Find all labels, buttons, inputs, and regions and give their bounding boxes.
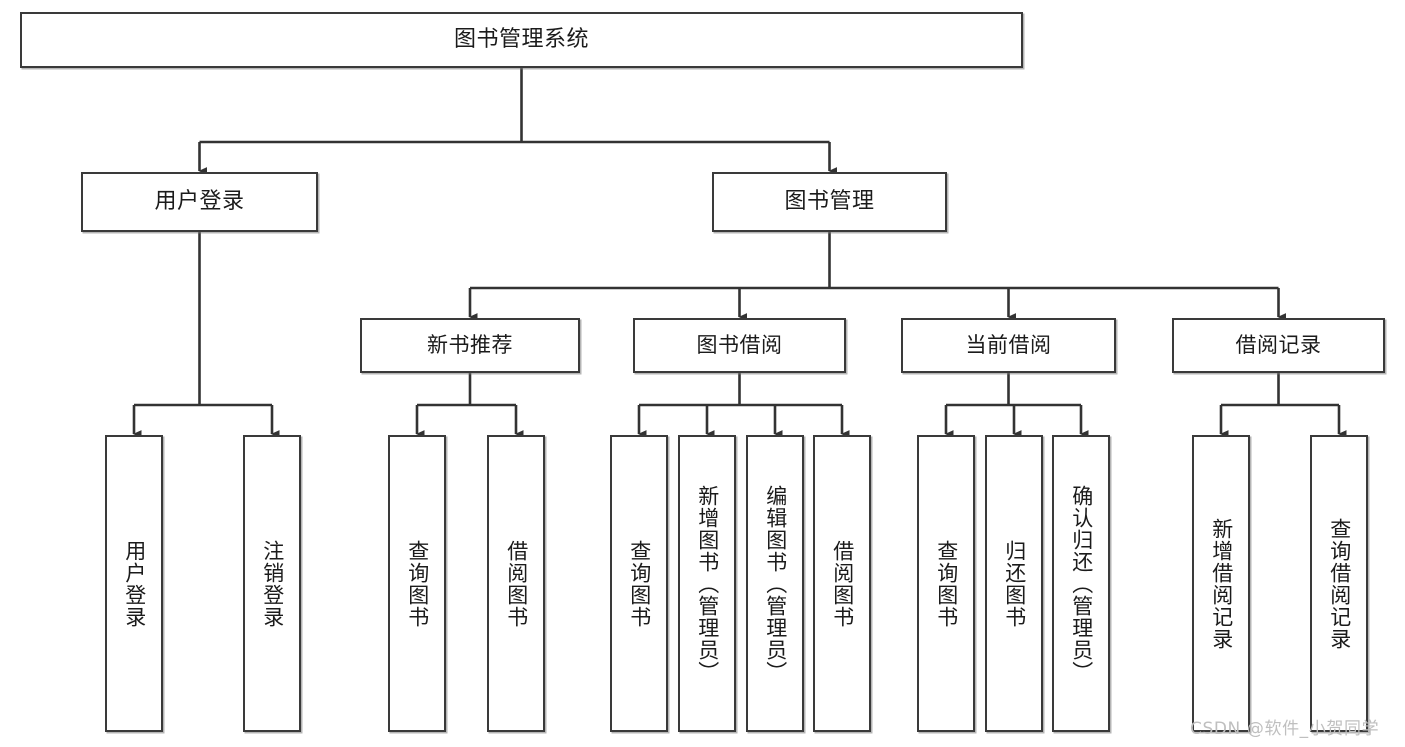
node-label: 新书推荐 — [427, 333, 513, 358]
node-login_user[interactable]: 用户登录 — [105, 435, 163, 732]
node-root[interactable]: 图书管理系统 — [20, 12, 1023, 68]
node-bb_query_book[interactable]: 查询图书 — [610, 435, 668, 732]
node-label: 图书管理 — [784, 189, 875, 215]
node-label: 借阅图书 — [830, 539, 855, 628]
node-book_borrow[interactable]: 图书借阅 — [633, 318, 846, 373]
node-label: 查询借阅记录 — [1327, 517, 1352, 650]
node-current_borrow[interactable]: 当前借阅 — [901, 318, 1116, 373]
node-label: 新增图书（管理员） — [695, 484, 720, 683]
node-label: 查询图书 — [627, 539, 652, 628]
node-rec_query_book[interactable]: 查询图书 — [388, 435, 446, 732]
node-bb_edit_book[interactable]: 编辑图书（管理员） — [746, 435, 804, 732]
csdn-watermark: CSDN @软件_小贺同学 — [1190, 719, 1380, 739]
node-label: 编辑图书（管理员） — [763, 484, 788, 683]
node-cb_confirm_return[interactable]: 确认归还（管理员） — [1052, 435, 1110, 732]
node-cb_query_book[interactable]: 查询图书 — [917, 435, 975, 732]
node-new_book_rec[interactable]: 新书推荐 — [360, 318, 580, 373]
node-book_manage[interactable]: 图书管理 — [712, 172, 947, 232]
node-label: 新增借阅记录 — [1209, 517, 1234, 650]
node-label: 借阅记录 — [1235, 333, 1322, 358]
connector-lines — [132, 68, 1347, 438]
node-br_add_record[interactable]: 新增借阅记录 — [1192, 435, 1250, 732]
node-label: 当前借阅 — [965, 333, 1052, 358]
node-cb_return_book[interactable]: 归还图书 — [985, 435, 1043, 732]
node-user_login[interactable]: 用户登录 — [81, 172, 318, 232]
node-label: 用户登录 — [122, 539, 147, 628]
node-label: 图书借阅 — [696, 333, 783, 358]
node-br_query_record[interactable]: 查询借阅记录 — [1310, 435, 1368, 732]
node-borrow_record[interactable]: 借阅记录 — [1172, 318, 1385, 373]
node-label: 注销登录 — [260, 539, 285, 628]
node-bb_borrow_book[interactable]: 借阅图书 — [813, 435, 871, 732]
node-logout_user[interactable]: 注销登录 — [243, 435, 301, 732]
node-label: 查询图书 — [405, 539, 430, 628]
node-label: 图书管理系统 — [453, 27, 589, 53]
node-label: 借阅图书 — [504, 539, 529, 628]
node-label: 用户登录 — [154, 189, 245, 215]
node-label: 查询图书 — [934, 539, 959, 628]
node-bb_add_book[interactable]: 新增图书（管理员） — [678, 435, 736, 732]
node-label: 确认归还（管理员） — [1069, 484, 1094, 683]
node-label: 归还图书 — [1002, 539, 1027, 628]
node-rec_borrow_book[interactable]: 借阅图书 — [487, 435, 545, 732]
